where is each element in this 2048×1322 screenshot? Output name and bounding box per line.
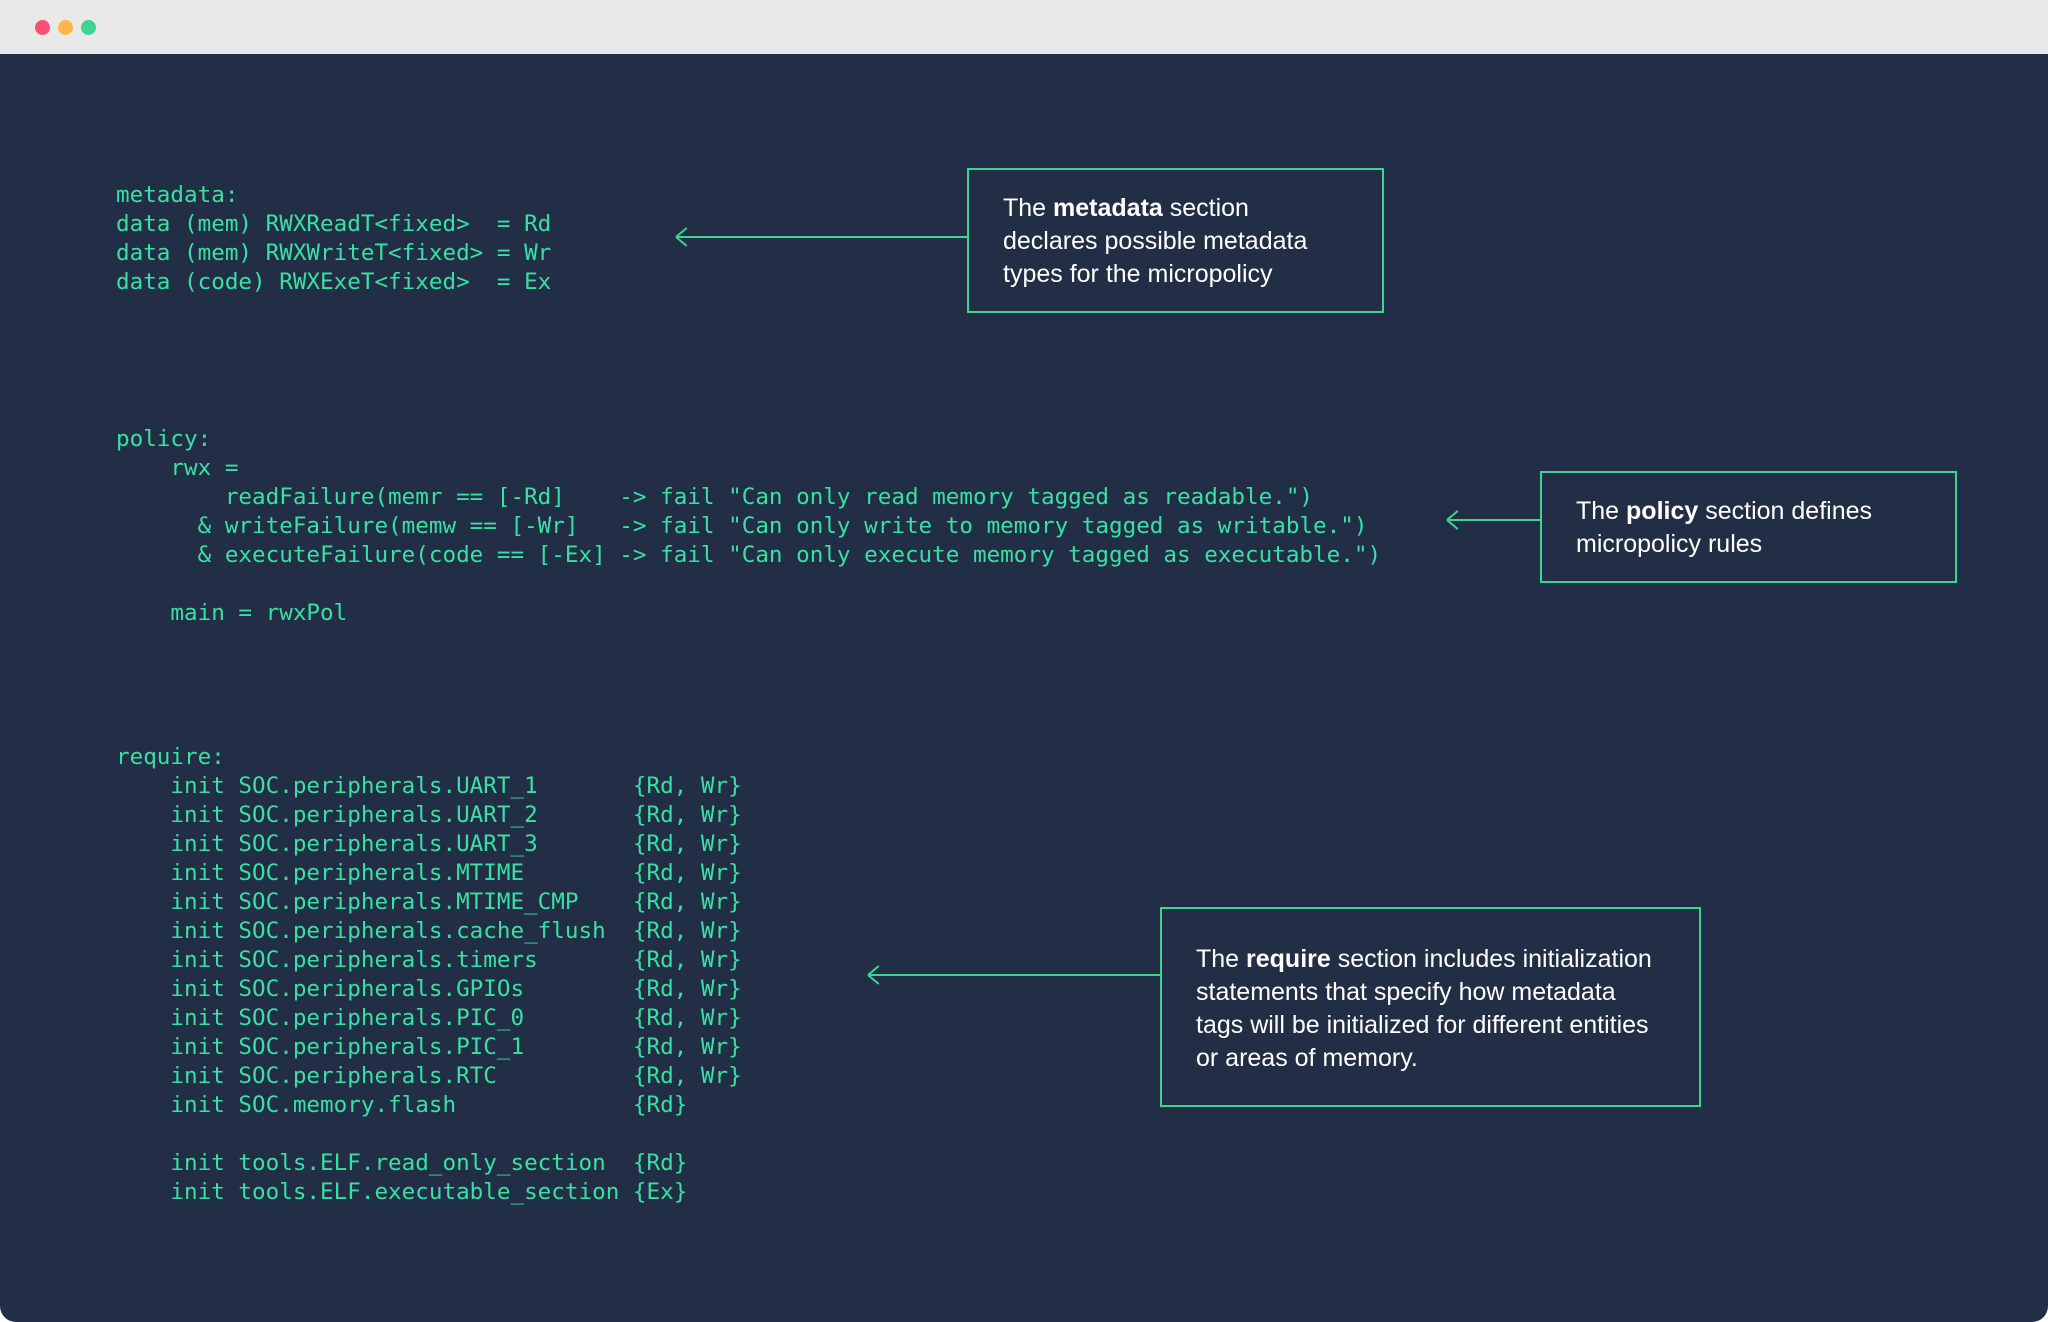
code-line: init SOC.peripherals.UART_3 {Rd, Wr}	[116, 831, 742, 857]
callout-keyword: require	[1246, 945, 1331, 973]
require-arrow-icon	[868, 974, 1161, 976]
callout-text: The	[1003, 194, 1054, 222]
callout-text: The	[1576, 497, 1627, 525]
code-line: & executeFailure(code == [-Ex] -> fail "…	[116, 542, 1382, 568]
callout-text: section declares possible metadata types…	[1003, 194, 1308, 288]
policy-arrow-icon	[1447, 519, 1541, 521]
code-line: init SOC.peripherals.GPIOs {Rd, Wr}	[116, 976, 742, 1002]
code-line: init SOC.peripherals.PIC_0 {Rd, Wr}	[116, 1005, 742, 1031]
code-line: data (mem) RWXWriteT<fixed> = Wr	[116, 240, 552, 266]
callout-keyword: metadata	[1053, 194, 1163, 222]
title-bar	[0, 0, 2048, 54]
callout-text: The	[1196, 945, 1247, 973]
code-line: init tools.ELF.read_only_section {Rd}	[116, 1150, 688, 1176]
code-line	[116, 1120, 742, 1149]
metadata-code-block: metadata: data (mem) RWXReadT<fixed> = Rd…	[116, 181, 551, 297]
policy-code-block: policy: rwx = readFailure(memr == [-Rd] …	[116, 425, 1381, 628]
code-line: init SOC.peripherals.MTIME {Rd, Wr}	[116, 860, 742, 886]
close-window-icon[interactable]	[35, 20, 50, 35]
require-code-block: require: init SOC.peripherals.UART_1 {Rd…	[116, 743, 742, 1207]
code-line: rwx =	[116, 455, 239, 481]
code-line: require:	[116, 744, 225, 770]
code-line: init SOC.memory.flash {Rd}	[116, 1092, 688, 1118]
code-line: readFailure(memr == [-Rd] -> fail "Can o…	[116, 484, 1314, 510]
metadata-callout: The metadata section declares possible m…	[967, 168, 1384, 313]
code-line: init SOC.peripherals.timers {Rd, Wr}	[116, 947, 742, 973]
code-line: init SOC.peripherals.UART_1 {Rd, Wr}	[116, 773, 742, 799]
code-line: init SOC.peripherals.RTC {Rd, Wr}	[116, 1063, 742, 1089]
code-line: & writeFailure(memw == [-Wr] -> fail "Ca…	[116, 513, 1368, 539]
code-line: policy:	[116, 426, 212, 452]
code-line: init tools.ELF.executable_section {Ex}	[116, 1179, 688, 1205]
code-line: data (code) RWXExeT<fixed> = Ex	[116, 269, 552, 295]
code-line	[116, 570, 1381, 599]
code-line: metadata:	[116, 182, 239, 208]
callout-text: section defines micropolicy rules	[1576, 497, 1872, 558]
code-line: data (mem) RWXReadT<fixed> = Rd	[116, 211, 552, 237]
code-line: main = rwxPol	[116, 600, 348, 626]
maximize-window-icon[interactable]	[81, 20, 96, 35]
callout-text: section includes initialization statemen…	[1196, 945, 1652, 1072]
metadata-arrow-icon	[676, 236, 968, 238]
code-line: init SOC.peripherals.cache_flush {Rd, Wr…	[116, 918, 742, 944]
code-line: init SOC.peripherals.UART_2 {Rd, Wr}	[116, 802, 742, 828]
code-line: init SOC.peripherals.MTIME_CMP {Rd, Wr}	[116, 889, 742, 915]
require-callout: The require section includes initializat…	[1160, 907, 1701, 1107]
minimize-window-icon[interactable]	[58, 20, 73, 35]
code-line: init SOC.peripherals.PIC_1 {Rd, Wr}	[116, 1034, 742, 1060]
callout-keyword: policy	[1626, 497, 1699, 525]
policy-callout: The policy section defines micropolicy r…	[1540, 471, 1957, 583]
